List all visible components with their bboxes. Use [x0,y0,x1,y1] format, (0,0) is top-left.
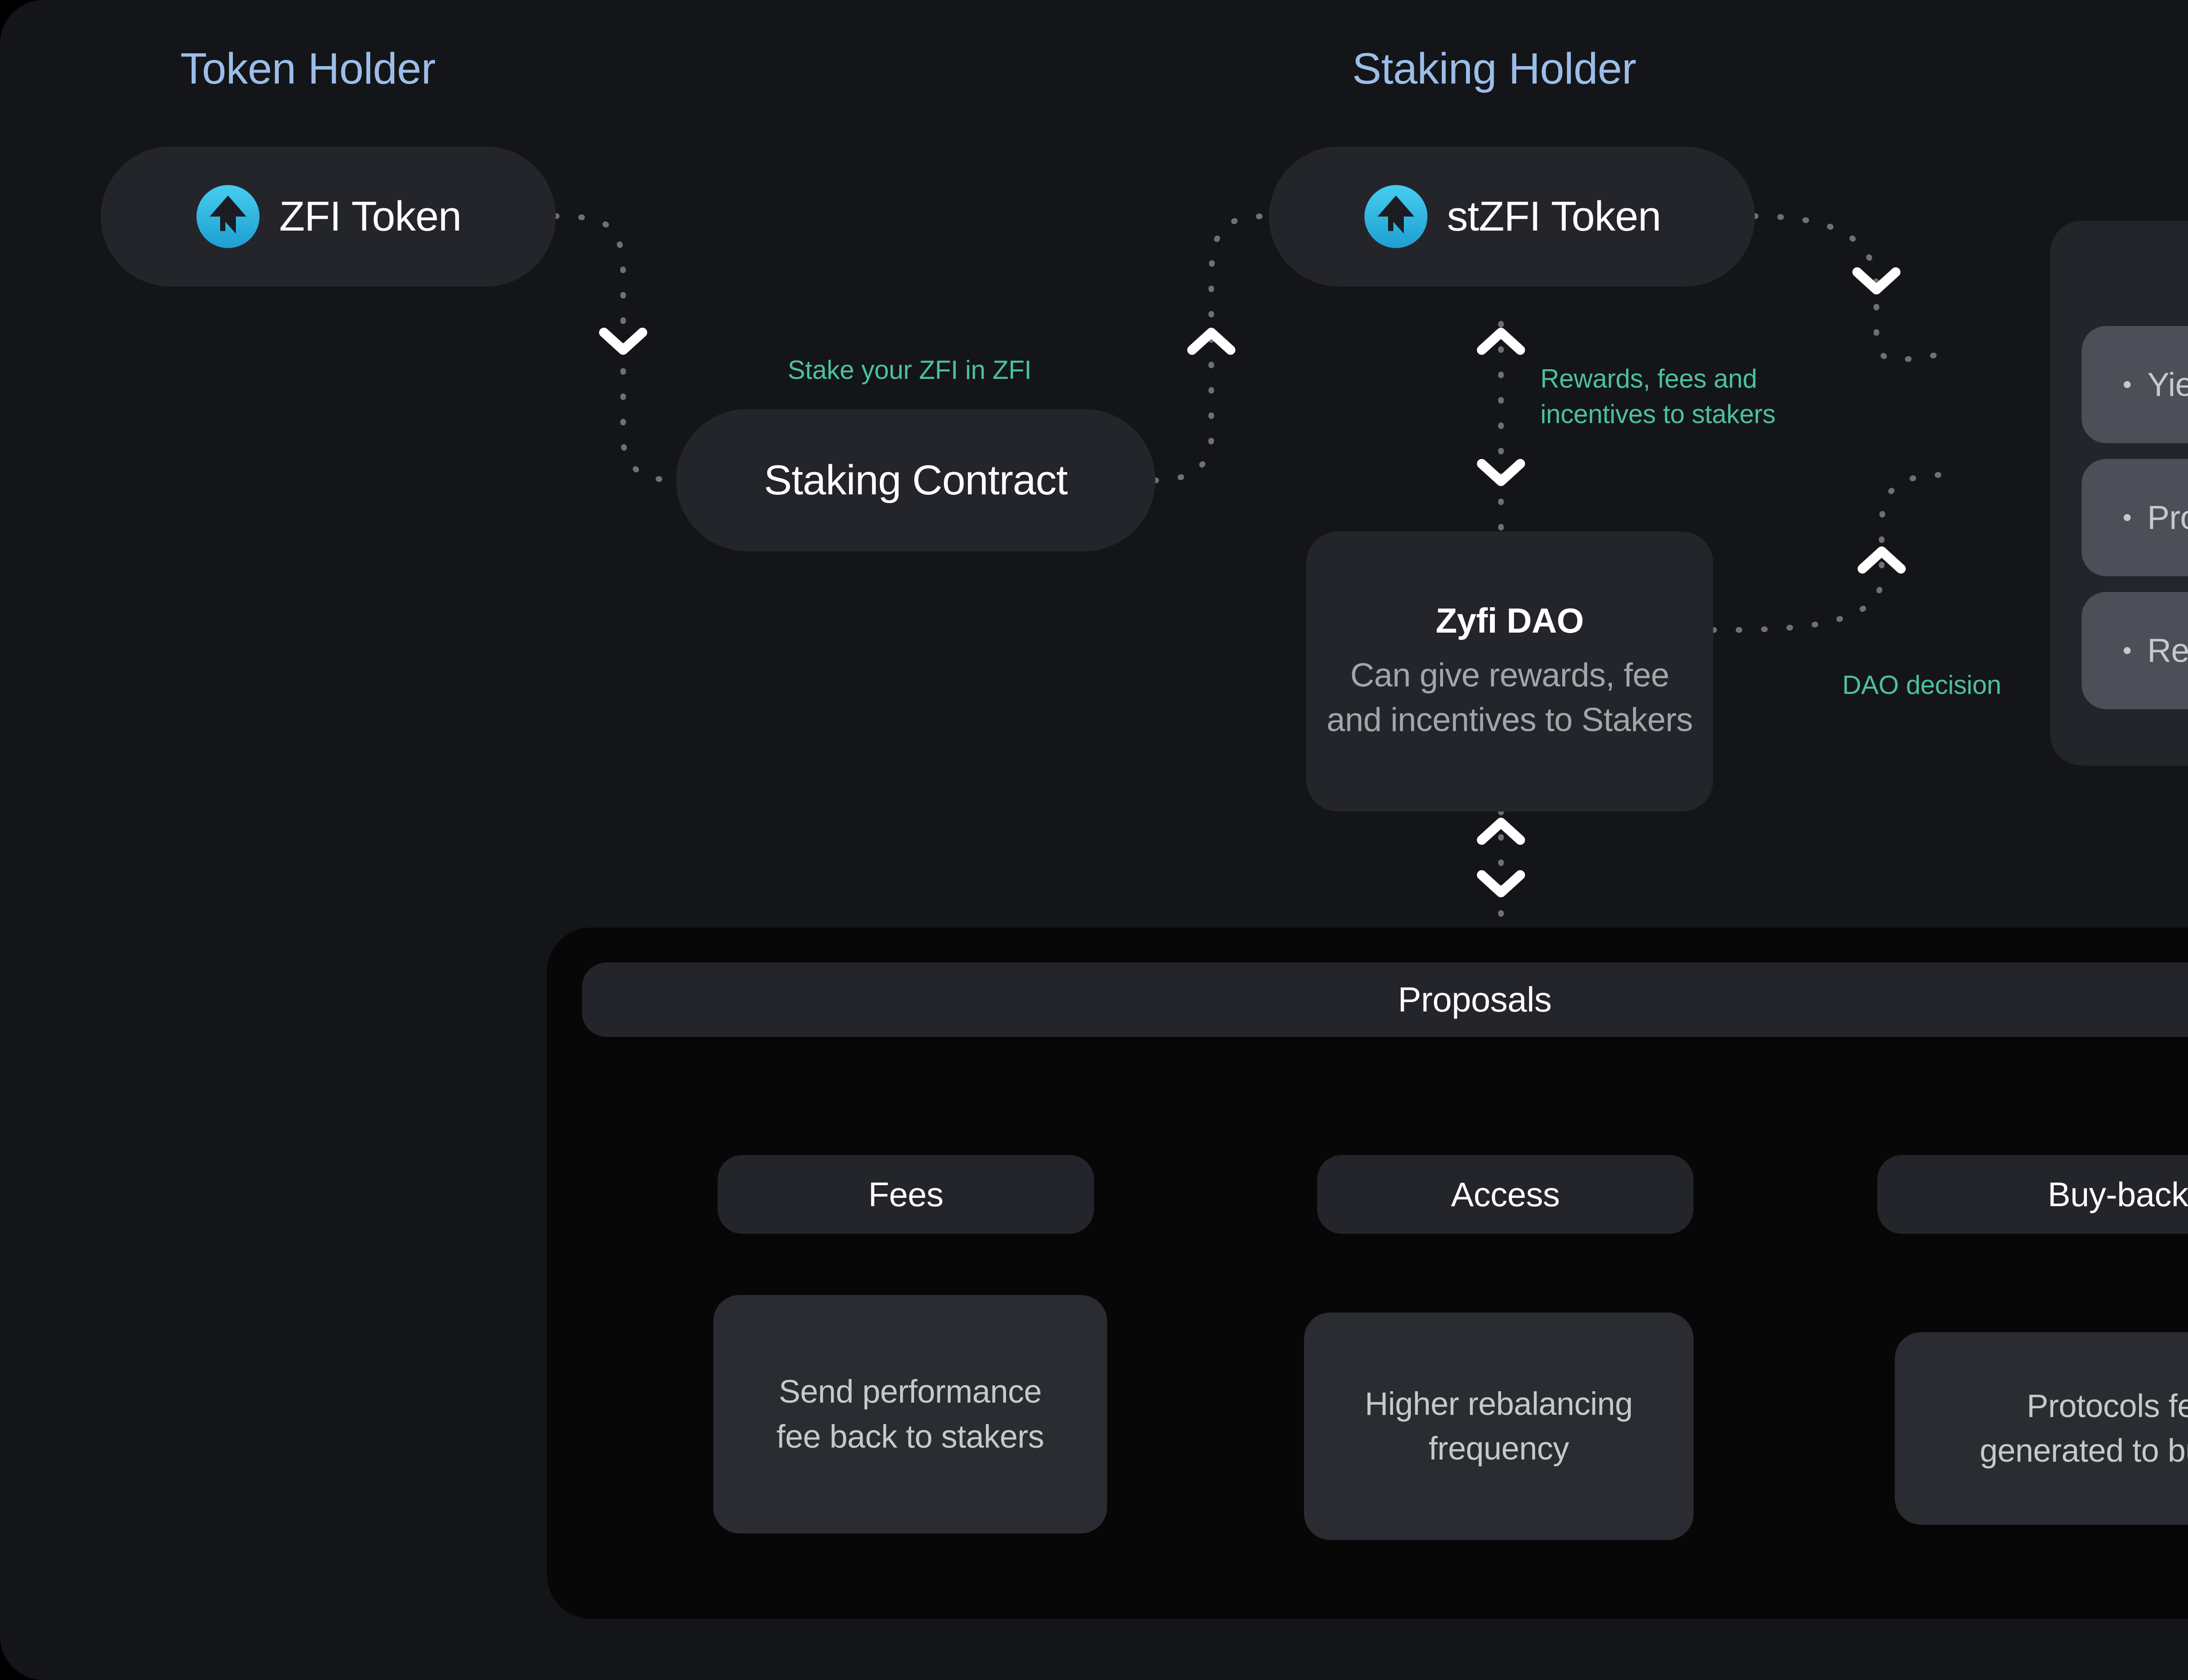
zyfai-panel-title: ZyFAI Product [2050,255,2188,300]
list-item-label: Rebalancing engine [2147,632,2188,669]
group-label-token-holder: Token Holder [180,44,436,93]
zyfai-panel-list: Yields from treasury wallets Protocols f… [2082,326,2188,709]
chevron-down-icon [599,328,647,355]
chevron-up-icon [1187,328,1235,355]
list-item[interactable]: Protocols fees [2082,459,2188,576]
branch-buyback[interactable]: Buy-back [1877,1155,2188,1234]
node-zyfi-dao[interactable]: Zyfi DAO Can give rewards, fee and incen… [1306,532,1713,812]
zyfi-dao-description: Can give rewards, fee and incentives to … [1326,657,1693,738]
bullet-dot-icon [2124,381,2131,388]
leaf-fees-detail[interactable]: Send performance fee back to stakers [713,1295,1107,1533]
edge-label-dao-decision: DAO decision [1842,670,2002,700]
leaf-fees-text: Send performance fee back to stakers [776,1373,1044,1455]
chevron-up-icon [1477,328,1525,355]
wire-dao-to-zyfai [1710,472,1955,633]
branch-fees[interactable]: Fees [718,1155,1094,1234]
edge-label-stake: Stake your ZFI in ZFI [788,355,1032,385]
bullet-dot-icon [2124,514,2131,521]
chevron-down-icon [1477,459,1525,486]
branch-access-label: Access [1451,1175,1560,1214]
zfi-arrow-logo [1364,185,1427,248]
zfi-arrow-logo [196,185,259,248]
bullet-dot-icon [2124,647,2131,654]
node-zfi-token[interactable]: ZFI Token [101,147,556,287]
node-stzfi-token[interactable]: stZFI Token [1269,147,1755,287]
panel-zyfai-product: ZyFAI Product Yields from treasury walle… [2050,221,2188,766]
group-label-staking-holder: Staking Holder [1352,44,1636,93]
list-item-label: Protocols fees [2147,499,2188,536]
wire-staking-to-stzfi [1152,213,1272,483]
stzfi-token-label: stZFI Token [1447,193,1662,240]
chevron-down-icon [1477,870,1525,897]
leaf-access-detail[interactable]: Higher rebalancing frequency [1304,1312,1694,1540]
list-item[interactable]: Rebalancing engine [2082,592,2188,709]
branch-access[interactable]: Access [1317,1155,1694,1234]
chevron-up-icon [1858,546,1906,574]
branch-fees-label: Fees [868,1175,943,1214]
leaf-buyback-detail[interactable]: Protocols fees generated to buy ZFI [1895,1332,2188,1525]
proposals-bar[interactable]: Proposals [582,962,2188,1037]
list-item[interactable]: Yields from treasury wallets [2082,326,2188,443]
chevron-up-icon [1477,818,1525,845]
chevron-down-icon [1852,267,1900,294]
branch-buyback-label: Buy-back [2048,1175,2188,1214]
edge-label-rewards: Rewards, fees and incentives to stakers [1540,364,1776,429]
wire-zfi-to-staking [553,213,679,483]
staking-contract-label: Staking Contract [764,456,1068,504]
proposals-label: Proposals [1398,980,1552,1019]
zyfi-dao-title: Zyfi DAO [1435,601,1584,640]
leaf-buyback-text: Protocols fees generated to buy ZFI [1980,1387,2188,1469]
node-staking-contract[interactable]: Staking Contract [676,409,1155,551]
zfi-token-label: ZFI Token [279,193,462,240]
list-item-label: Yields from treasury wallets [2147,366,2188,403]
wire-stzfi-to-zyfai [1752,213,1955,363]
leaf-access-text: Higher rebalancing frequency [1364,1385,1633,1466]
